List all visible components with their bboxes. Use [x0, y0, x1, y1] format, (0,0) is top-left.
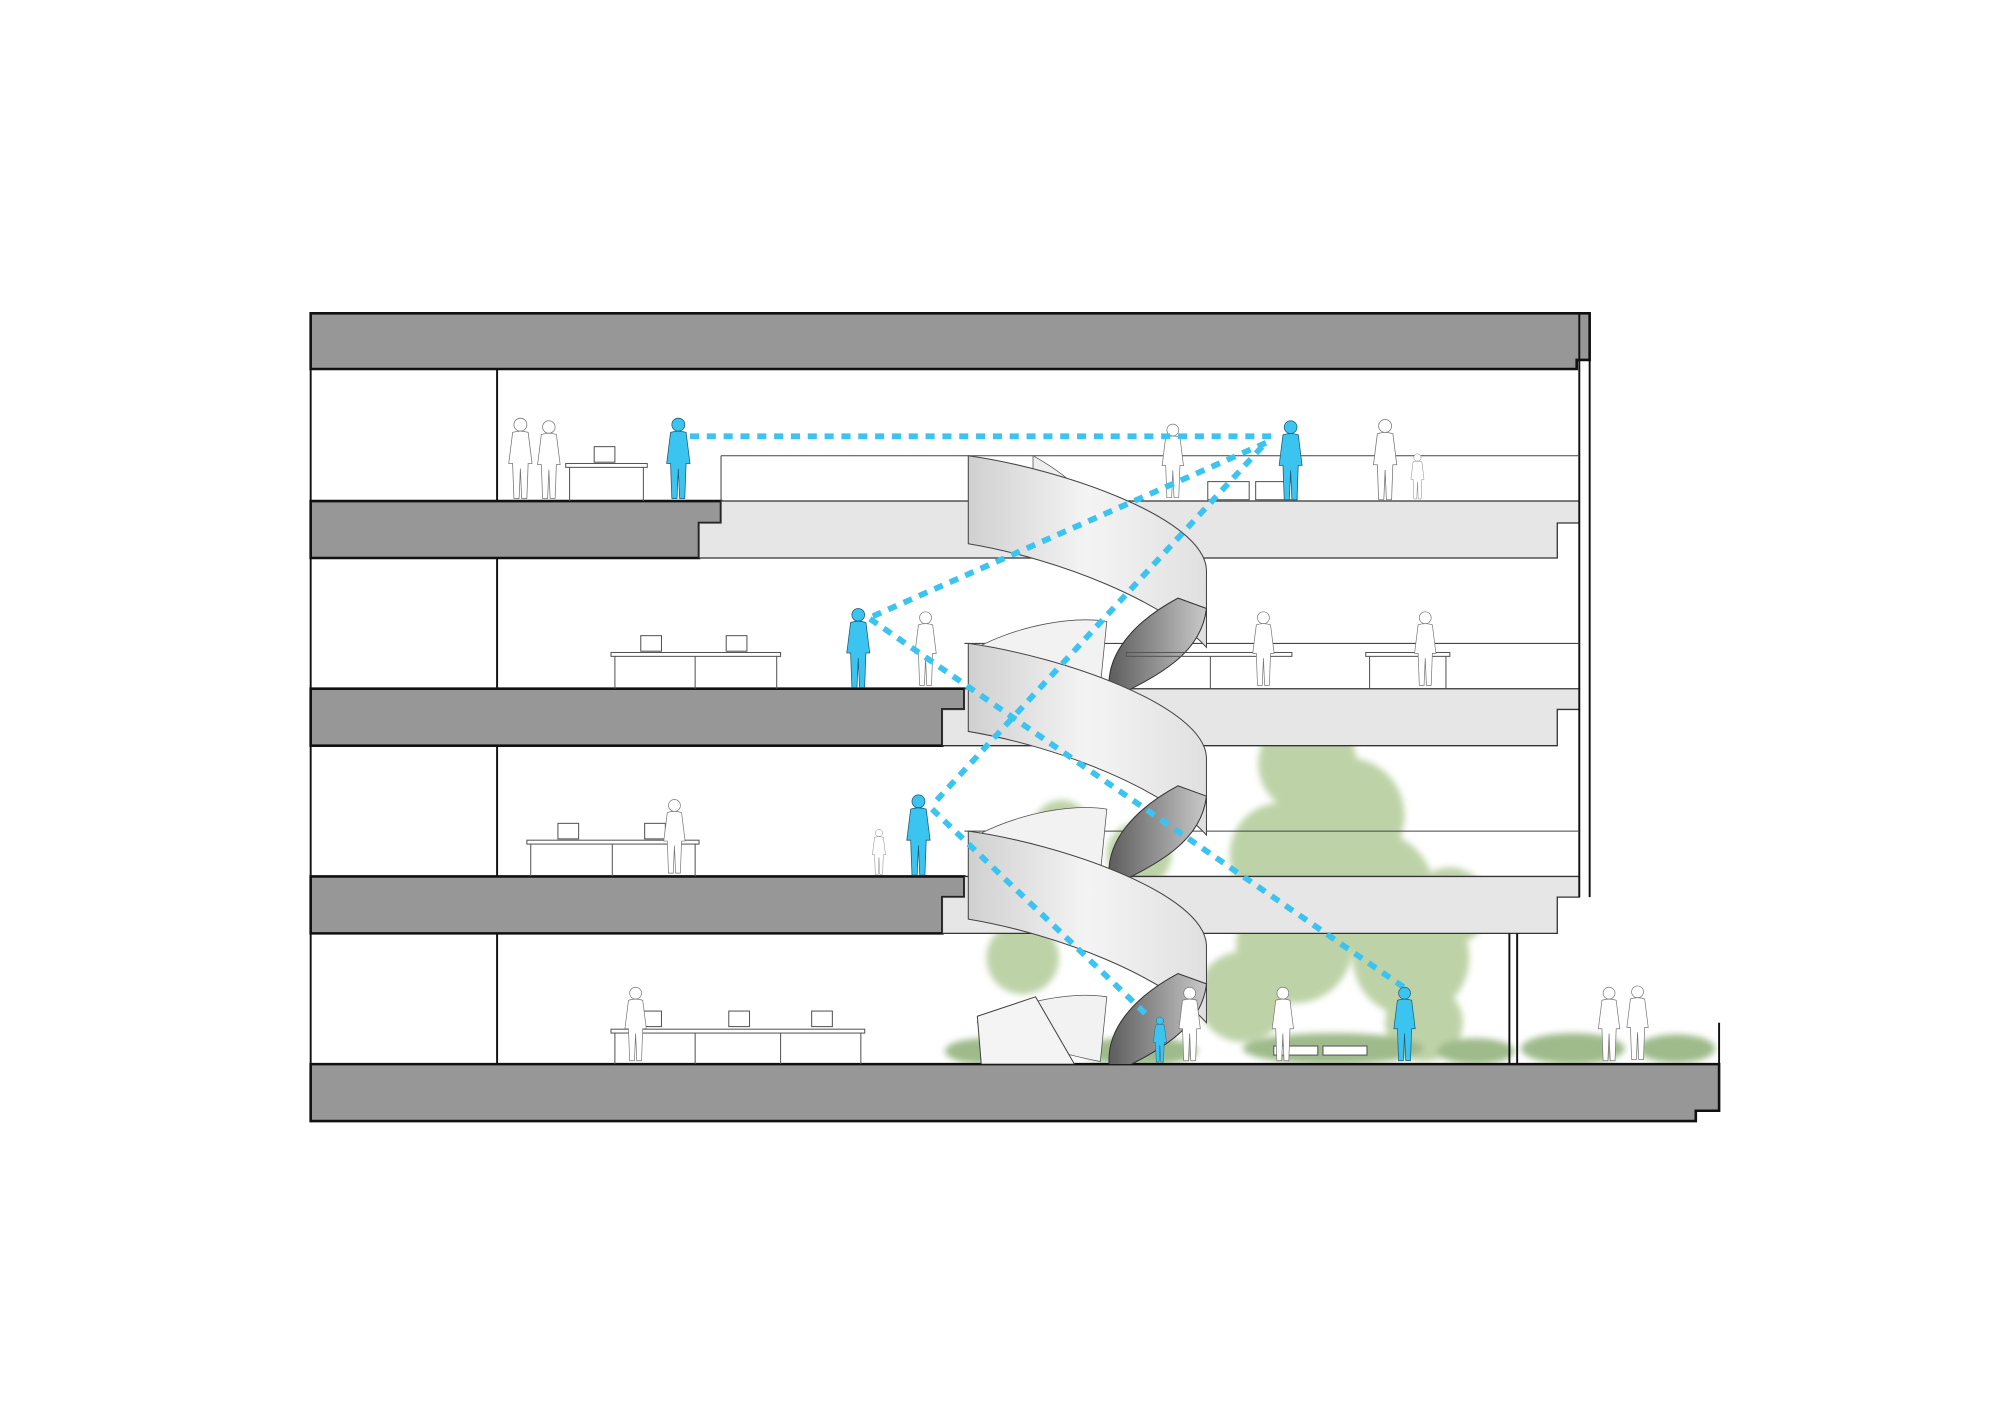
stair-base — [976, 996, 1076, 1065]
person-icon — [1413, 611, 1437, 687]
person-icon — [536, 420, 561, 500]
stair-turn — [967, 455, 1208, 700]
sightline — [868, 440, 1268, 621]
sightline — [868, 616, 1407, 991]
person-icon — [663, 798, 686, 874]
sightlines — [689, 433, 1407, 1016]
floor-slab-3 — [309, 499, 723, 560]
sightline — [929, 444, 1265, 808]
desk-icon — [610, 635, 782, 689]
desk-icon — [610, 1010, 866, 1065]
floor-slab-2 — [309, 687, 966, 747]
person-icon — [1410, 453, 1425, 500]
person-icon-highlighted — [846, 607, 871, 689]
desks — [526, 446, 1451, 1065]
desk-icon — [565, 446, 648, 502]
floor-slab-1 — [309, 875, 966, 935]
person-icon — [508, 417, 533, 500]
person-icon-highlighted — [666, 417, 691, 500]
ground-slab — [309, 1062, 1721, 1123]
person-icon — [1372, 418, 1398, 501]
building-structure — [309, 312, 1721, 1123]
person-icon — [624, 986, 647, 1062]
person-icon — [1252, 611, 1275, 687]
person-icon — [871, 828, 887, 875]
roof-slab — [309, 312, 1591, 371]
bench-icon — [1207, 481, 1368, 1056]
desk-icon — [1125, 651, 1451, 689]
person-icon-highlighted — [906, 794, 931, 876]
desk-icon — [526, 822, 700, 877]
